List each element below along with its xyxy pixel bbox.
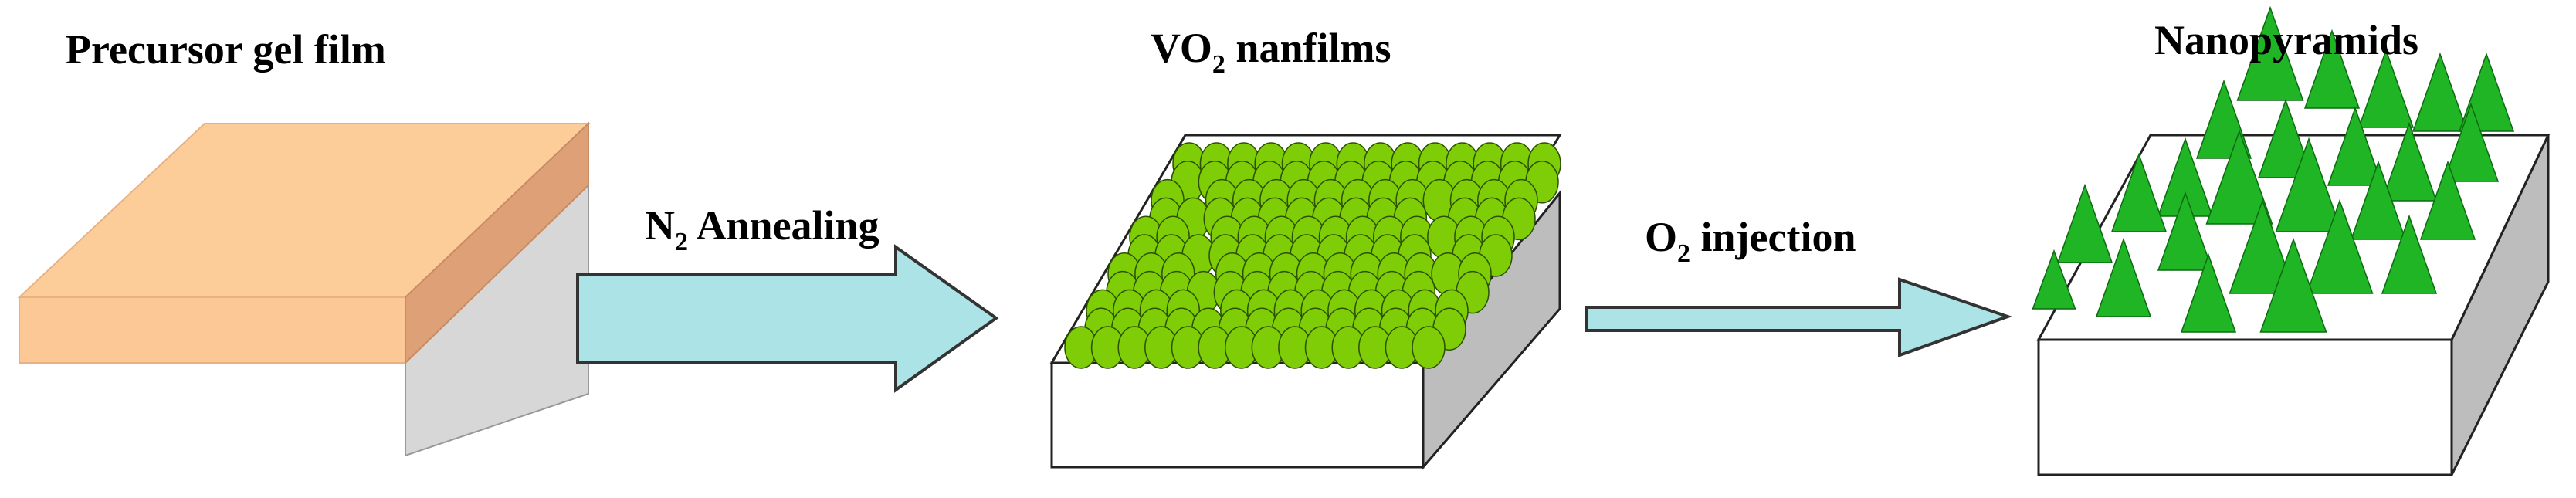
annealing-arrow-shape bbox=[576, 244, 999, 393]
nanopyramid bbox=[2257, 98, 2314, 178]
nanopyramid bbox=[2275, 137, 2343, 232]
nanopyramid bbox=[2303, 29, 2361, 109]
nanofilm-label-main: VO bbox=[1151, 25, 1212, 71]
nanopyramid bbox=[2442, 102, 2500, 182]
nanopyramid bbox=[2205, 129, 2273, 225]
nanopyramid bbox=[2056, 183, 2113, 263]
injection-label-main: O bbox=[1645, 214, 1677, 260]
nanopyramid bbox=[2110, 152, 2168, 232]
nanopyramid bbox=[2350, 160, 2407, 240]
injection-arrow bbox=[1585, 277, 2013, 357]
injection-label-sub: 2 bbox=[1677, 239, 1690, 268]
nanopyramid bbox=[2381, 121, 2438, 202]
nanopyramid bbox=[2381, 214, 2438, 294]
annealing-label-sub: 2 bbox=[675, 228, 688, 256]
nanopyramid bbox=[2180, 252, 2237, 333]
precursor-label: Precursor gel film bbox=[66, 26, 386, 73]
nanopyramid bbox=[2327, 106, 2384, 186]
nanopyramids bbox=[2032, 5, 2515, 333]
nanopyramid bbox=[2157, 191, 2214, 271]
nanofilm-box-front bbox=[1050, 361, 1425, 469]
gel-front-face bbox=[19, 296, 406, 364]
nanopyramid bbox=[2229, 198, 2296, 294]
injection-label: O2 injection bbox=[1645, 214, 1856, 268]
nanopyramid bbox=[2259, 237, 2327, 333]
nanopyramid bbox=[2306, 198, 2374, 294]
gel-side-face bbox=[405, 121, 589, 365]
annealing-label-main: N bbox=[645, 202, 675, 249]
nanopyramid bbox=[2095, 237, 2152, 317]
nanopyramid bbox=[2412, 52, 2469, 132]
nanopyramid bbox=[2032, 249, 2076, 310]
nanofilm-label-sub: 2 bbox=[1212, 50, 1225, 79]
injection-arrow-shape bbox=[1585, 277, 2013, 357]
annealing-arrow bbox=[576, 244, 999, 393]
precursor-gel-film bbox=[17, 121, 591, 457]
nanopyramid-label: Nanopyramids bbox=[2154, 17, 2418, 63]
pyramid-box-front bbox=[2037, 338, 2453, 476]
nanofilm-label: VO2 nanfilms bbox=[1151, 25, 1391, 79]
nanopyramid bbox=[2357, 48, 2415, 128]
vo2-nanoparticles bbox=[1064, 142, 1561, 369]
nanofilm-label-rest: nanfilms bbox=[1225, 25, 1391, 71]
annealing-label-rest: Annealing bbox=[688, 202, 880, 249]
nanopyramid bbox=[2419, 160, 2476, 240]
nanoparticle bbox=[1412, 326, 1446, 369]
injection-label-rest: injection bbox=[1690, 214, 1856, 260]
substrate-front-face bbox=[19, 355, 405, 456]
nanopyramid bbox=[2236, 5, 2304, 101]
nanofilm-box-right bbox=[1422, 189, 1561, 471]
annealing-label: N2 Annealing bbox=[645, 202, 880, 256]
